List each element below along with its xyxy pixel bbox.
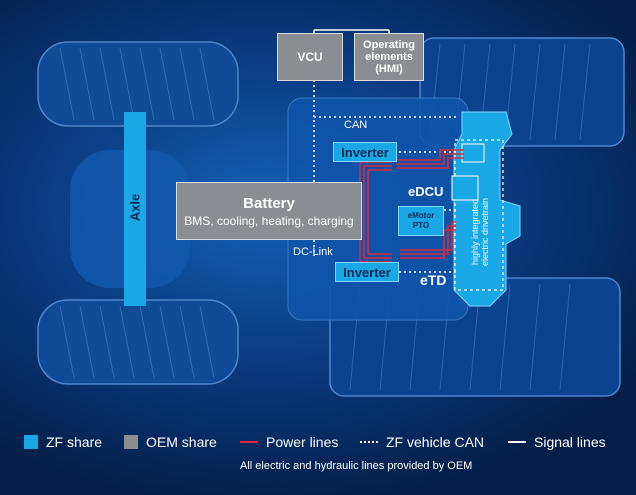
can-label: CAN <box>344 119 368 131</box>
inverter-top-label: Inverter <box>341 144 389 160</box>
legend-zf-vehicle-can: ZF vehicle CAN <box>360 434 484 450</box>
power-lines-swatch <box>240 441 258 443</box>
signal-lines-swatch <box>508 441 526 443</box>
operating-elements-box: Operating elements (HMI) <box>354 33 424 81</box>
drivetrain-label-2: electric drivetrain <box>480 197 490 267</box>
operating-label-2: elements <box>365 51 413 63</box>
battery-box: Battery BMS, cooling, heating, charging <box>176 182 362 240</box>
drivetrain-label: highly integrated electric drivetrain <box>470 184 490 280</box>
can-legend-label: ZF vehicle CAN <box>386 434 485 450</box>
oem-share-swatch <box>124 435 138 449</box>
signal-lines-label: Signal lines <box>534 434 606 450</box>
zf-share-swatch <box>24 435 38 449</box>
operating-label-1: Operating <box>363 39 415 51</box>
operating-label-3: (HMI) <box>375 63 403 75</box>
edcu-label: eDCU <box>408 184 444 199</box>
dc-link-label: DC-Link <box>293 246 333 258</box>
axle-bar <box>124 112 146 306</box>
oem-share-label: OEM share <box>146 434 217 450</box>
battery-subtitle: BMS, cooling, heating, charging <box>184 213 354 228</box>
inverter-top-box: Inverter <box>333 142 397 162</box>
emotor-pto-box: eMotor PTO <box>398 206 444 236</box>
battery-title: Battery <box>243 194 295 212</box>
footnote: All electric and hydraulic lines provide… <box>240 460 473 472</box>
inverter-bottom-box: Inverter <box>335 262 399 282</box>
zf-share-label: ZF share <box>46 434 103 450</box>
vcu-label: VCU <box>297 50 323 64</box>
legend-zf-share: ZF share <box>24 434 102 450</box>
axle-label: Axle <box>127 193 143 222</box>
inverter-bottom-label: Inverter <box>343 264 391 280</box>
edcu-block <box>451 175 479 201</box>
legend-oem-share: OEM share <box>124 434 217 450</box>
etd-label: eTD <box>420 272 447 288</box>
vcu-box: VCU <box>277 33 343 81</box>
drivetrain-can-box <box>454 139 504 291</box>
front-left-top-wheel <box>37 41 239 127</box>
drivetrain-label-1: highly integrated <box>470 198 480 266</box>
emotor-label-1: eMotor <box>407 211 435 220</box>
can-swatch <box>360 441 378 443</box>
edcu-block-secondary <box>461 143 485 163</box>
front-left-bottom-wheel <box>37 299 239 385</box>
legend-signal-lines: Signal lines <box>508 434 606 450</box>
power-lines-label: Power lines <box>266 434 339 450</box>
legend-power-lines: Power lines <box>240 434 338 450</box>
emotor-label-2: PTO <box>412 221 430 230</box>
